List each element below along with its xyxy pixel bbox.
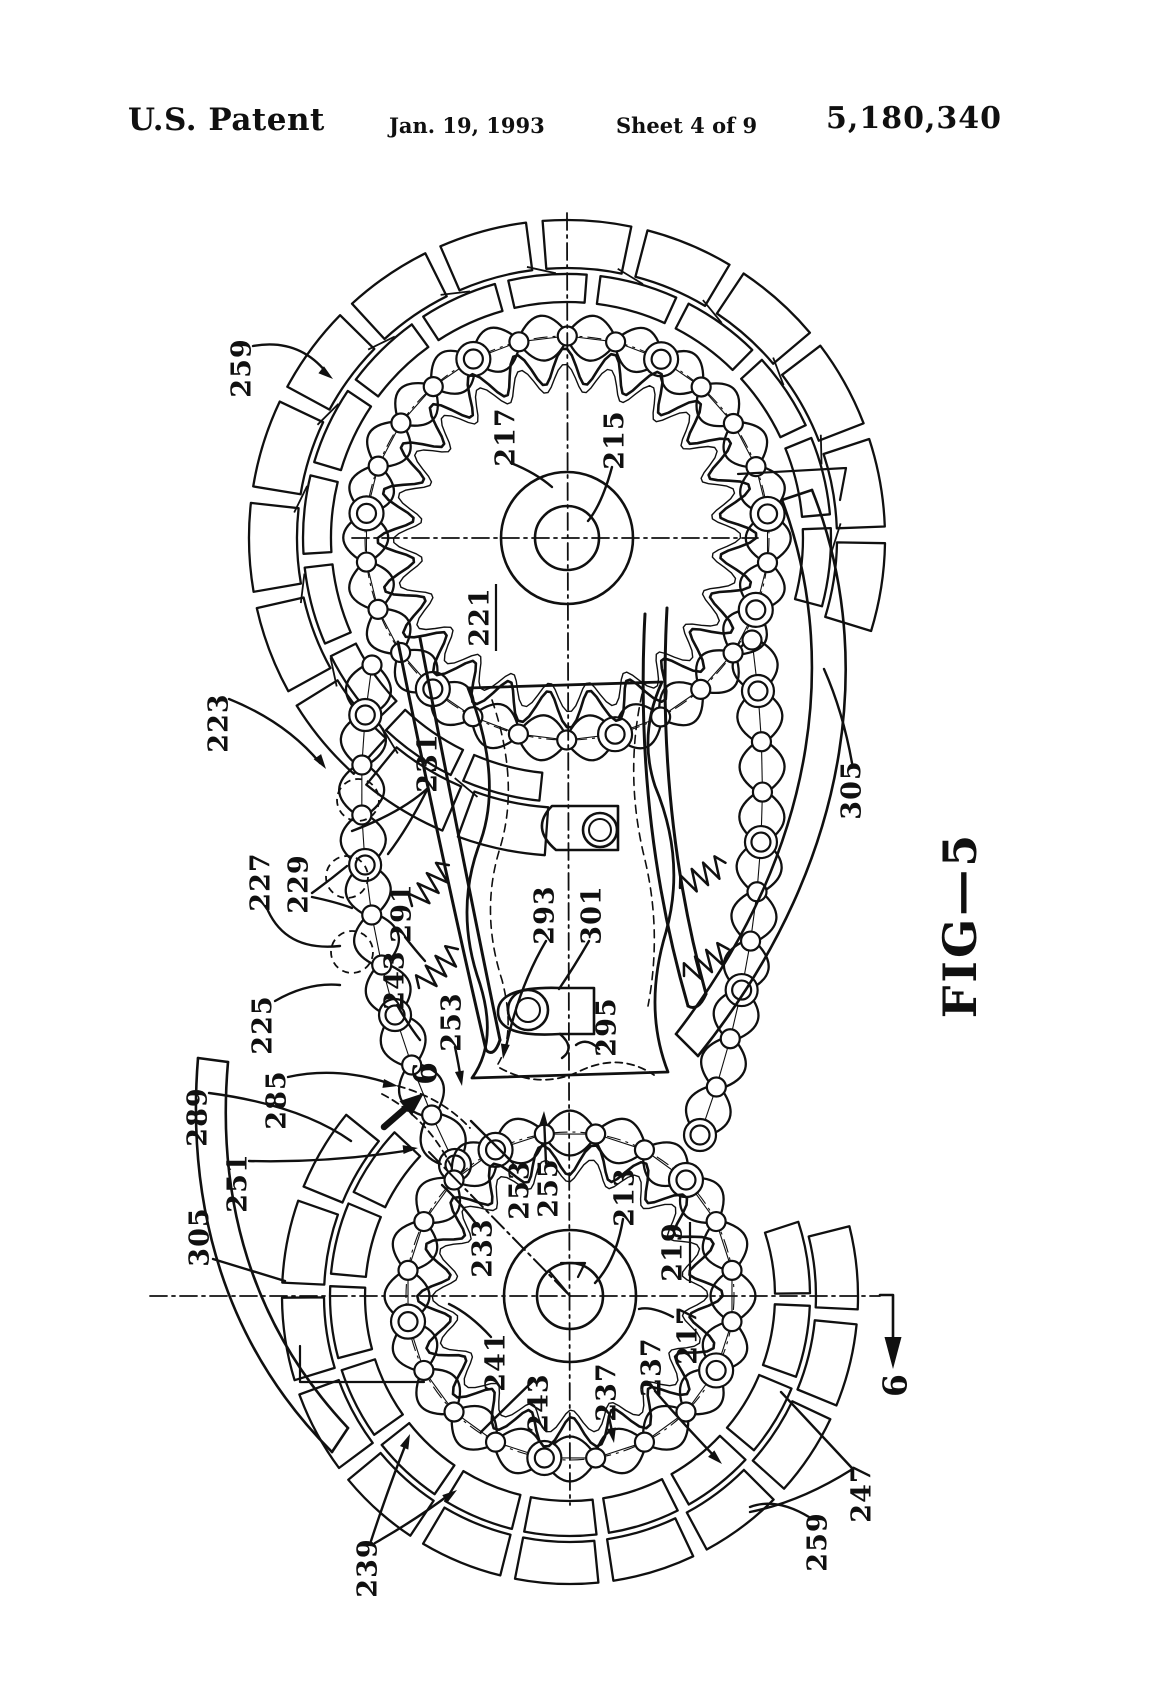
ref-label-243-mid: 243 — [380, 950, 411, 1009]
ref-label-217-upper: 217 — [491, 407, 522, 466]
ref-label-295: 295 — [592, 997, 623, 1056]
ref-label-213: 213 — [610, 1167, 641, 1226]
ref-label-229: 229 — [284, 854, 315, 913]
ref-label-289: 289 — [183, 1087, 214, 1146]
ref-label-301: 301 — [577, 885, 608, 944]
ref-label-305-left: 305 — [185, 1207, 216, 1266]
section-label-6-right: 6 — [876, 1373, 915, 1397]
ref-label-231: 231 — [413, 733, 444, 792]
ref-label-219: 219 — [658, 1222, 689, 1281]
ref-label-237-a: 237 — [592, 1362, 623, 1421]
section-markers — [384, 1093, 902, 1369]
ref-label-223: 223 — [204, 693, 235, 752]
ref-label-247: 247 — [847, 1463, 878, 1522]
ref-label-241: 241 — [481, 1332, 512, 1391]
ref-label-225: 225 — [248, 995, 279, 1054]
section-label-6-left: 6 — [406, 1061, 445, 1085]
ref-label-221: 221 — [465, 587, 496, 646]
ref-label-293: 293 — [530, 885, 561, 944]
ref-label-233: 233 — [468, 1218, 499, 1277]
ref-label-291: 291 — [387, 883, 418, 942]
ref-label-259-lower: 259 — [803, 1512, 834, 1571]
ref-label-255: 255 — [534, 1158, 565, 1217]
figure-number-label: FIG—5 — [933, 832, 987, 1018]
ref-label-239: 239 — [353, 1538, 384, 1597]
ref-label-243-lower: 243 — [524, 1373, 555, 1432]
ref-label-259-upper: 259 — [227, 338, 258, 397]
ref-label-227: 227 — [246, 852, 277, 911]
ref-label-285: 285 — [262, 1070, 293, 1129]
ref-label-253-lower: 253 — [505, 1160, 536, 1219]
ref-label-251: 251 — [223, 1153, 254, 1212]
ref-label-237-b: 237 — [637, 1337, 668, 1396]
ref-label-305-right: 305 — [837, 760, 868, 819]
ref-label-215: 215 — [600, 410, 631, 469]
ref-label-253-mid: 253 — [437, 992, 468, 1051]
ref-label-217-lower: 217 — [673, 1305, 704, 1364]
